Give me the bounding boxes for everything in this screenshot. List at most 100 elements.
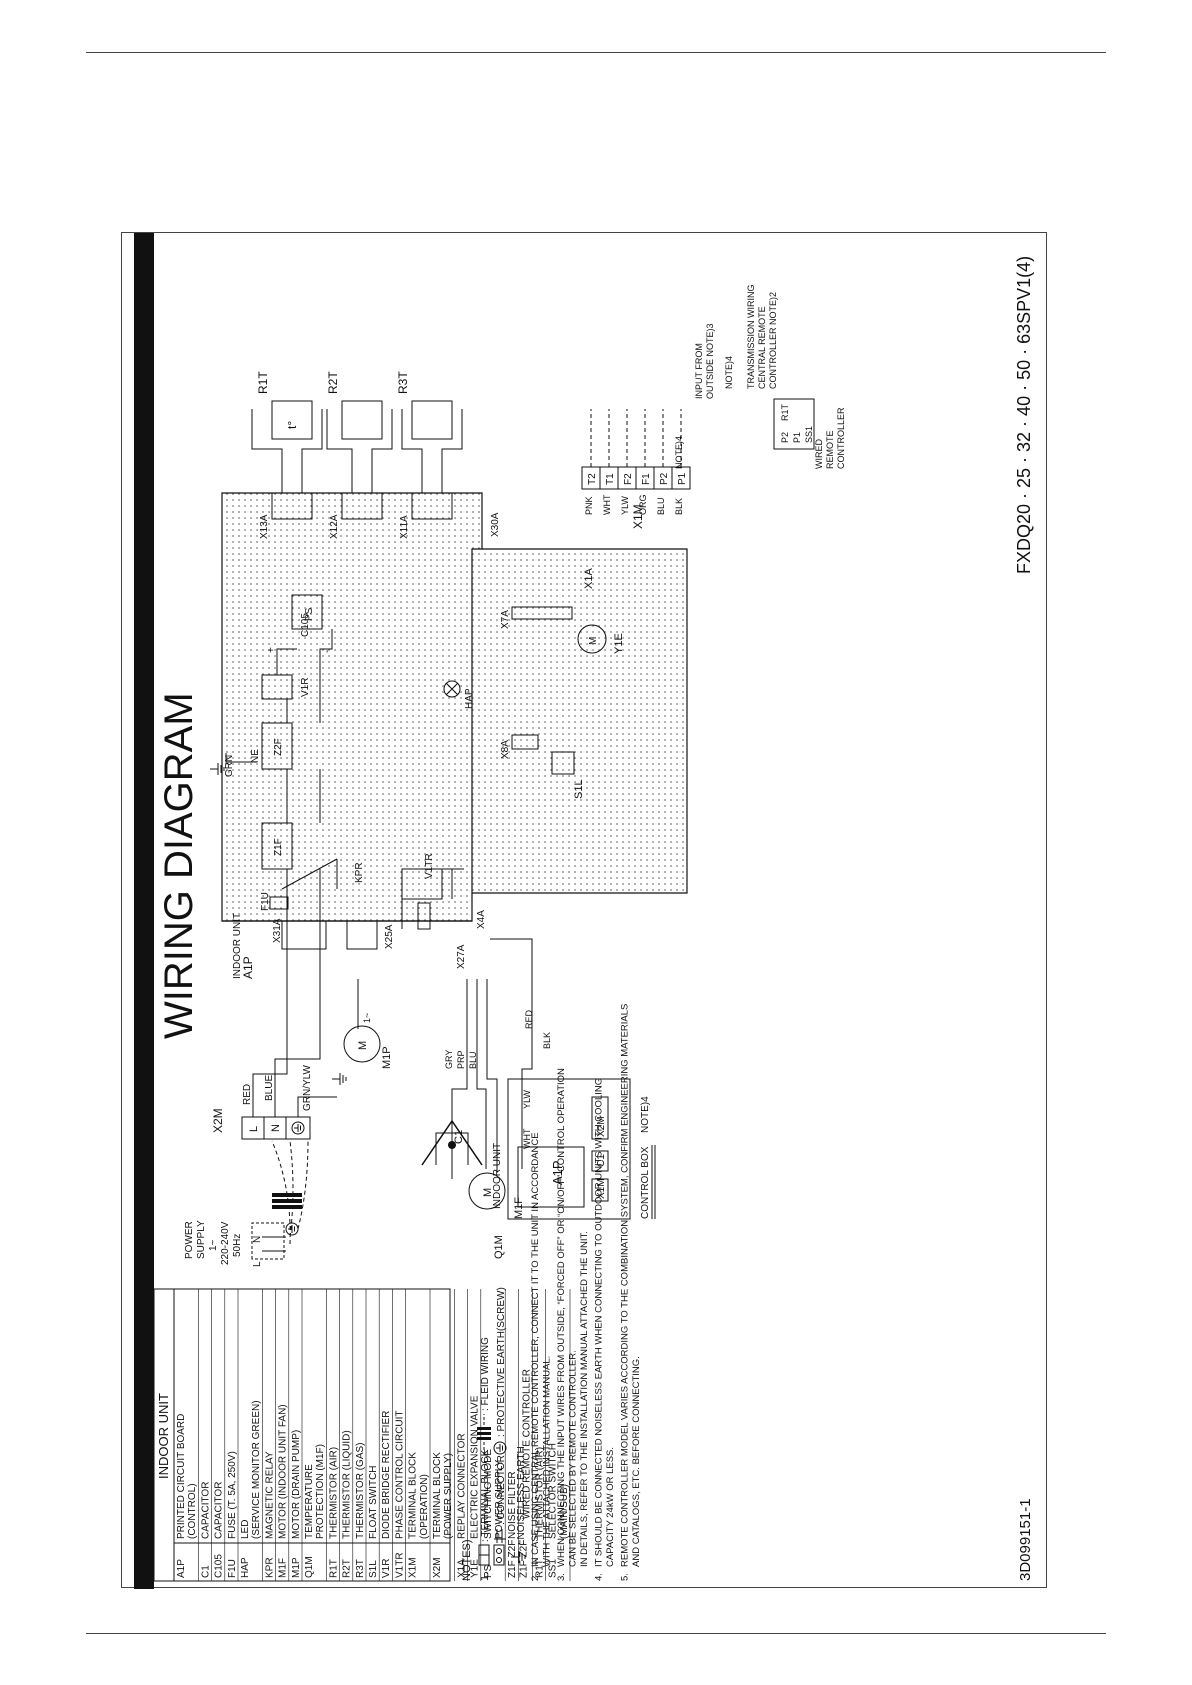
x1m-terminal: T1 <box>605 473 616 485</box>
legend-desc: FUSE (T. 5A, 250V) <box>227 1451 238 1539</box>
svg-text:PS: PS <box>304 607 315 621</box>
legend-code: R1T <box>328 1559 339 1578</box>
power-wiring <box>252 921 337 1117</box>
protective-earth-icon <box>493 1441 507 1455</box>
title: WIRING DIAGRAM <box>157 692 201 1039</box>
legend-code: R3T <box>355 1559 366 1578</box>
note-text: CAN BE SELECTED BY REMOTE CONTROLLER. <box>568 1350 579 1567</box>
legend-desc: NOISE FILTER <box>507 1471 518 1539</box>
legend-desc: TEMPERATURE <box>304 1464 315 1539</box>
svg-text:BLUE: BLUE <box>264 1075 275 1101</box>
legend-code: SS1 <box>548 1559 559 1578</box>
svg-text:HAP: HAP <box>464 688 475 709</box>
svg-text:PNK: PNK <box>584 496 594 515</box>
note-text: WITH THE ATTACHED INSTALLATION MANUAL. <box>542 1356 553 1567</box>
legend-code: M1P <box>291 1557 302 1578</box>
power-supply: POWER SUPPLY 1~ 220-240V 50Hz L N <box>184 1140 309 1267</box>
legend-code: X1M <box>408 1557 419 1578</box>
x1m-terminal: F2 <box>623 473 634 485</box>
note-text: WHEN CONNECTING THE INPUT WIRES FROM OUT… <box>556 1068 567 1567</box>
note-text: IT SHOULD BE CONNECTED NOISELESS EARTH W… <box>594 1078 605 1567</box>
bottom-rule <box>86 1633 1106 1634</box>
right-side-notes: NOTE)4 NOTE)4 INPUT FROM OUTSIDE NOTE)3 … <box>674 284 846 469</box>
legend-code: R1T <box>534 1559 545 1578</box>
svg-text:X12A: X12A <box>329 514 340 539</box>
svg-text:R3T: R3T <box>396 371 410 394</box>
field-wiring-text: : FLEID WIRING <box>480 1337 491 1411</box>
svg-text:X31A: X31A <box>272 918 283 943</box>
svg-text:POWER: POWER <box>184 1221 195 1259</box>
note-text: CAPACITY 24kW OR LESS. <box>605 1447 616 1567</box>
legend-code: R2T <box>342 1559 353 1578</box>
svg-text:REMOTE: REMOTE <box>825 430 835 469</box>
svg-text:NOTE)4: NOTE)4 <box>724 356 734 389</box>
legend-desc: (SERVICE MONITOR GREEN) <box>251 1400 262 1539</box>
connector-text: : CONNECTOR <box>496 1455 507 1525</box>
thermistors <box>251 400 463 493</box>
svg-text:WHT: WHT <box>522 1128 532 1149</box>
svg-text:+: + <box>266 647 277 653</box>
svg-text:CONTROLLER NOTE)2: CONTROLLER NOTE)2 <box>768 292 778 389</box>
field-wiring-icon <box>477 1414 491 1455</box>
svg-text:S1L: S1L <box>573 779 585 799</box>
legend-code: Q1M <box>304 1556 315 1578</box>
svg-text:M: M <box>357 1041 369 1050</box>
svg-text:SUPPLY: SUPPLY <box>196 1220 207 1259</box>
svg-text:Q1M: Q1M <box>493 1235 505 1259</box>
legend-desc: THERMISTOR (LIQUID) <box>342 1430 353 1539</box>
pcb-components <box>261 492 573 950</box>
svg-text:X25A: X25A <box>384 924 395 949</box>
control-box-a1p: A1P <box>550 1160 565 1185</box>
wiring-diagram: WIRING DIAGRAM FXDQ20 · 25 · 32 · 40 · 5… <box>134 233 1034 1589</box>
legend-desc: SWITCHING MODE <box>483 1449 494 1539</box>
svg-text:OUTSIDE NOTE)3: OUTSIDE NOTE)3 <box>705 323 715 399</box>
legend-code: M1F <box>278 1558 289 1578</box>
svg-text:X2M: X2M <box>211 1108 225 1133</box>
svg-text:BLK: BLK <box>542 1032 552 1049</box>
legend-code: KPR <box>264 1557 275 1578</box>
legend-desc: POWER SUPPLY <box>494 1459 505 1539</box>
legend-header: INDOOR UNIT <box>156 1393 171 1479</box>
svg-text:50Hz: 50Hz <box>232 1234 243 1257</box>
svg-text:220-240V: 220-240V <box>220 1221 231 1265</box>
noiseless-earth-text: : NOISELESS EARTH <box>516 1446 527 1545</box>
svg-text:F1U: F1U <box>260 892 271 911</box>
legend-sub-header: WIRED REMOTE CONTROLLER <box>521 1369 532 1519</box>
svg-text:GRN/YLW: GRN/YLW <box>302 1065 313 1111</box>
legend-desc: DIODE BRIDGE RECTIFIER <box>381 1411 392 1539</box>
legend-desc: PRINTED CIRCUIT BOARD <box>176 1414 187 1539</box>
svg-text:C1: C1 <box>453 1130 465 1144</box>
legend-desc: PHASE CONTROL CIRCUIT <box>394 1410 405 1539</box>
diagram-sheet: WIRING DIAGRAM FXDQ20 · 25 · 32 · 40 · 5… <box>121 232 1047 1589</box>
note-number: 2. <box>530 1573 541 1581</box>
legend-code: X2M <box>432 1557 443 1578</box>
protective-earth-text: : PROTECTIVE EARTH(SCREW) <box>496 1287 507 1437</box>
control-box: A1P X1M C1 X2M CONTROL BOX NOTE)4 <box>507 1078 656 1220</box>
legend-desc: CAPACITOR <box>214 1482 225 1539</box>
legend-desc: (OPERATION) <box>419 1474 430 1539</box>
svg-text:L: L <box>248 1126 260 1132</box>
svg-text:Z1F: Z1F <box>273 838 284 856</box>
svg-text:SS1: SS1 <box>804 426 814 443</box>
legend-desc: TERMINAL BLOCK <box>432 1452 443 1539</box>
svg-text:X4A: X4A <box>476 910 487 929</box>
x1m-terminal: P1 <box>677 472 688 485</box>
svg-text:R2T: R2T <box>326 371 340 394</box>
legend-code: V1TR <box>394 1552 405 1578</box>
svg-text:X27A: X27A <box>456 944 467 969</box>
svg-text:YLW: YLW <box>620 496 630 515</box>
svg-text:X30A: X30A <box>490 512 501 537</box>
svg-text:INDOOR UNIT: INDOOR UNIT <box>232 913 243 979</box>
control-box-note: NOTE)4 <box>640 1096 651 1133</box>
svg-text:PRP: PRP <box>456 1050 466 1069</box>
legend-code: F1U <box>227 1559 238 1578</box>
legend-code: S1L <box>368 1560 379 1578</box>
symbol-key: NOTES) 1. : TERMINAL BLOCK : FLEID WIRIN… <box>461 1004 642 1581</box>
svg-text:INPUT FROM: INPUT FROM <box>694 343 704 399</box>
notes-heading: NOTES) <box>461 1539 473 1581</box>
x1m-terminal: P2 <box>659 472 670 485</box>
legend-code: HAP <box>240 1557 251 1578</box>
legend-desc: TERMINAL BLOCK <box>408 1452 419 1539</box>
legend-code: V1R <box>381 1559 392 1578</box>
